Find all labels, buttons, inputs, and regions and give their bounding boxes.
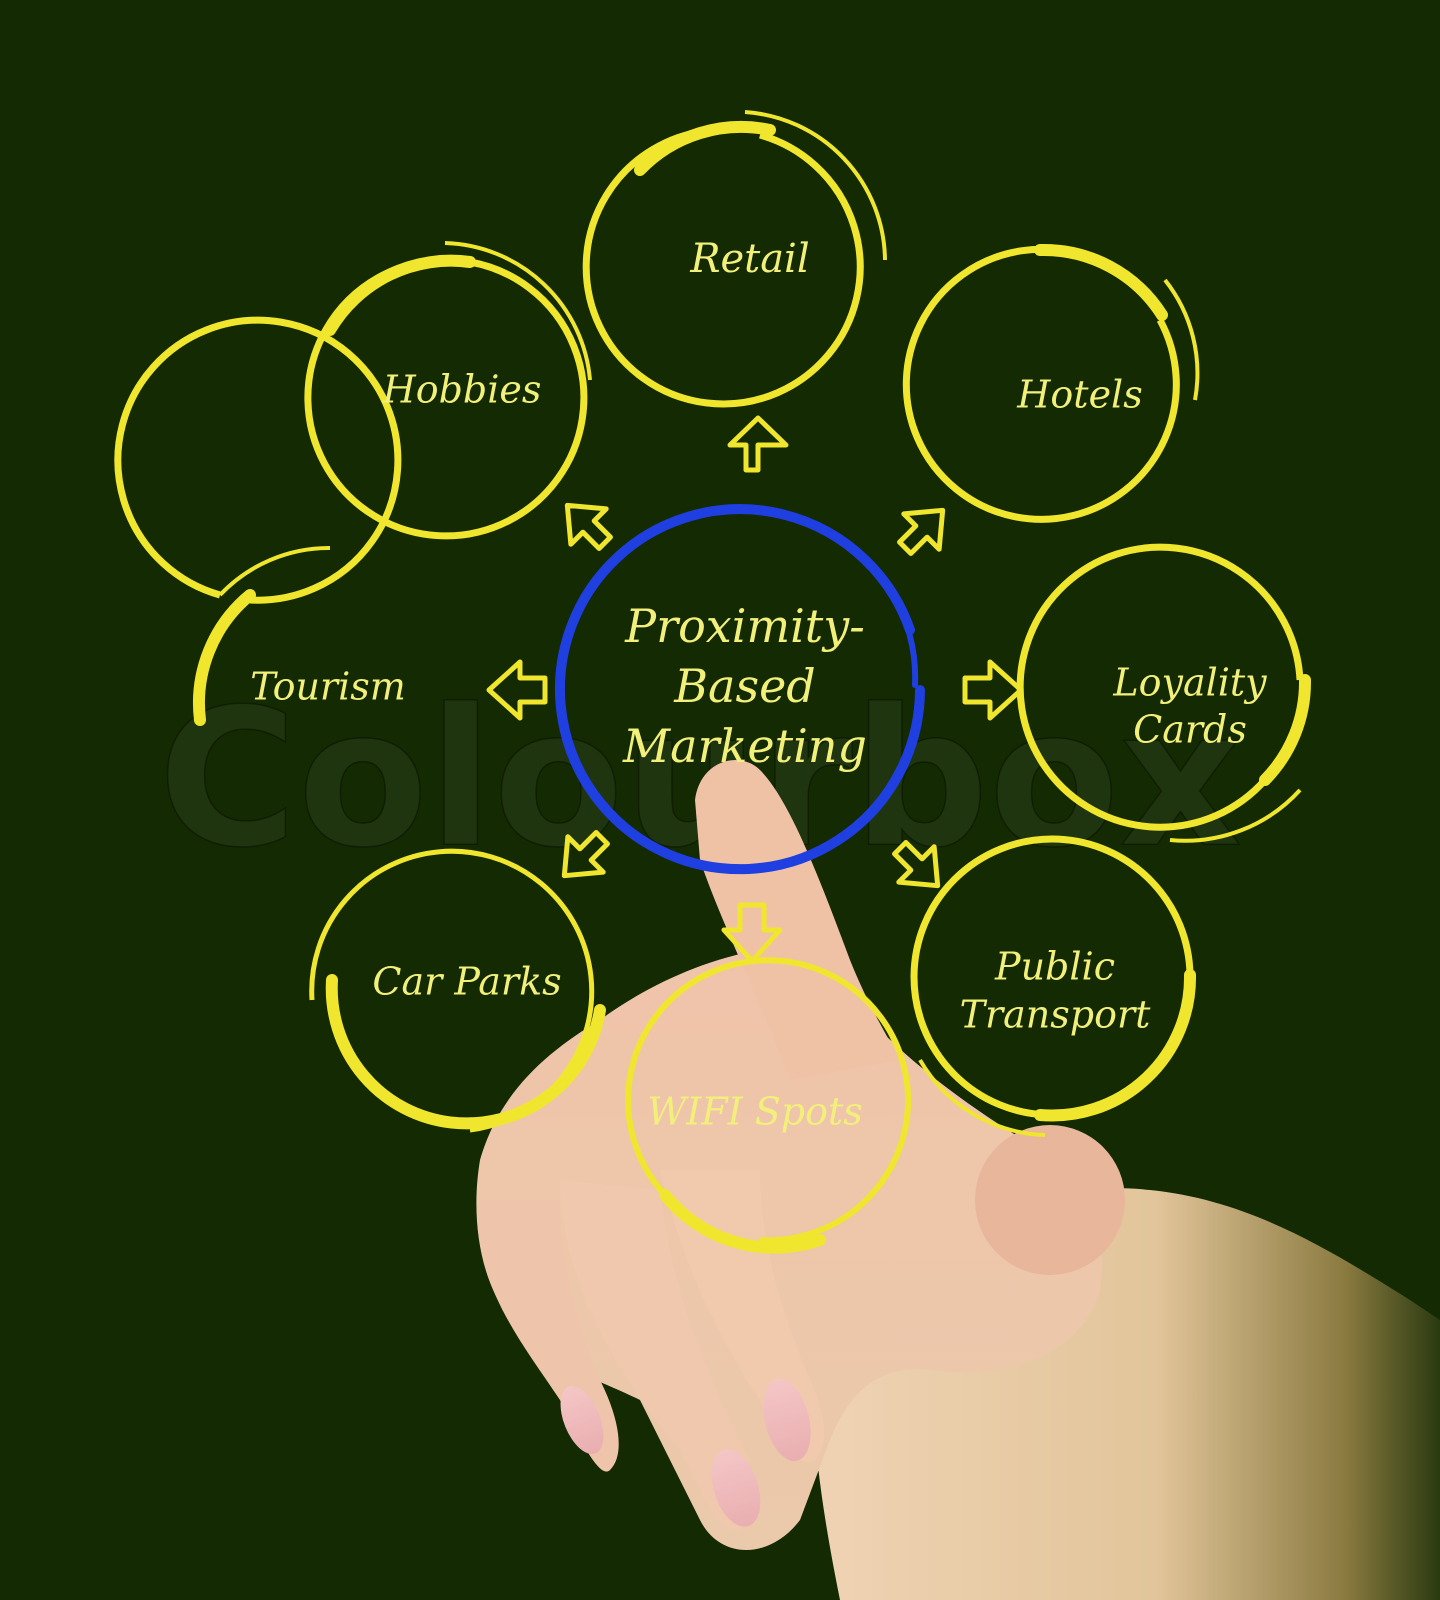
node-hobbies[interactable]: Hobbies: [304, 241, 592, 540]
node-label-line-1: Loyality: [1112, 661, 1267, 705]
node-label: WIFI Spots: [647, 1090, 863, 1134]
node-label: Hobbies: [382, 368, 542, 412]
node-label: Car Parks: [372, 960, 561, 1004]
center-ring: [555, 504, 925, 875]
node-label: Hotels: [1016, 373, 1142, 417]
arrow-down-icon: [721, 902, 783, 964]
center-node[interactable]: Proximity- Based Marketing: [555, 504, 925, 875]
node-label-line-2: Transport: [960, 993, 1152, 1037]
center-label-line-2: Based: [673, 659, 816, 713]
arrow-up-right-icon: [897, 507, 946, 556]
node-public-transport[interactable]: Public Transport: [910, 835, 1197, 1137]
node-label: Retail: [689, 236, 809, 282]
node-tourism[interactable]: Tourism: [114, 316, 406, 726]
arrow-down-right-icon: [892, 840, 941, 889]
arrow-right-icon: [962, 659, 1024, 721]
node-wifi-spots[interactable]: WIFI Spots: [625, 957, 912, 1254]
arrow-down-left-icon: [561, 830, 610, 879]
node-hotels[interactable]: Hotels: [902, 243, 1200, 523]
node-label: Tourism: [250, 665, 406, 709]
arrow-left-icon: [486, 659, 548, 721]
center-label-line-1: Proximity-: [624, 599, 865, 653]
arrow-up-left-icon: [564, 502, 613, 551]
arrow-up-icon: [727, 415, 789, 473]
node-retail[interactable]: Retail: [582, 110, 887, 408]
node-loyality-cards[interactable]: Loyality Cards: [1016, 543, 1312, 843]
node-label-line-1: Public: [994, 945, 1115, 989]
arrows: [486, 415, 1024, 964]
center-label-line-3: Marketing: [622, 719, 867, 773]
node-car-parks[interactable]: Car Parks: [309, 848, 606, 1133]
watermark-text: Colourbox: [158, 668, 1242, 889]
node-label-line-2: Cards: [1133, 708, 1247, 752]
